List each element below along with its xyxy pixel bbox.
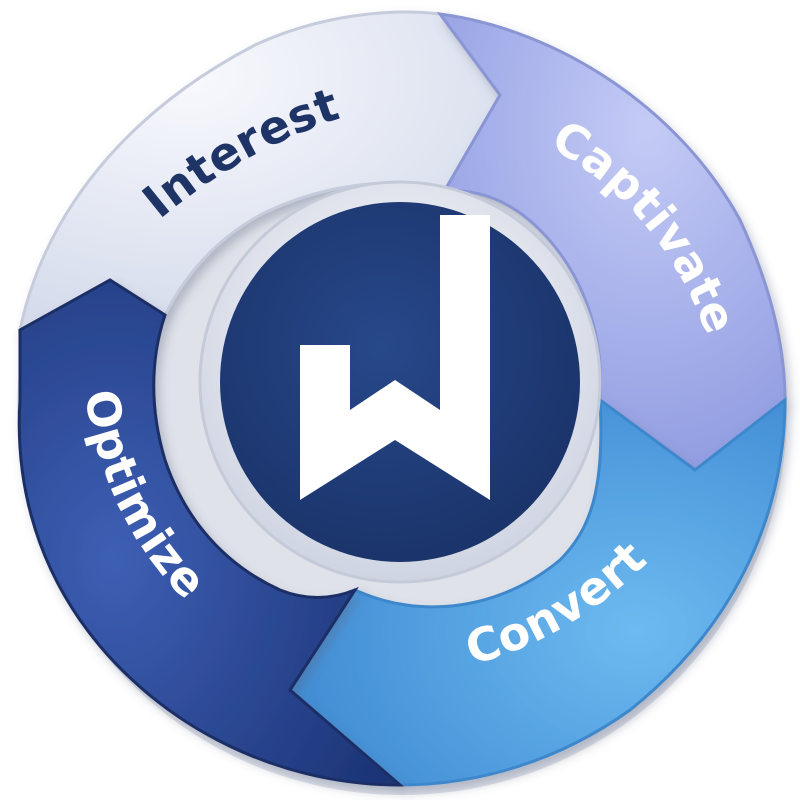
segment-captivate — [436, 12, 787, 472]
segment-optimize — [17, 278, 405, 787]
segment-interest — [17, 10, 502, 333]
w-logo-icon — [300, 215, 490, 500]
center-disc — [220, 202, 580, 562]
